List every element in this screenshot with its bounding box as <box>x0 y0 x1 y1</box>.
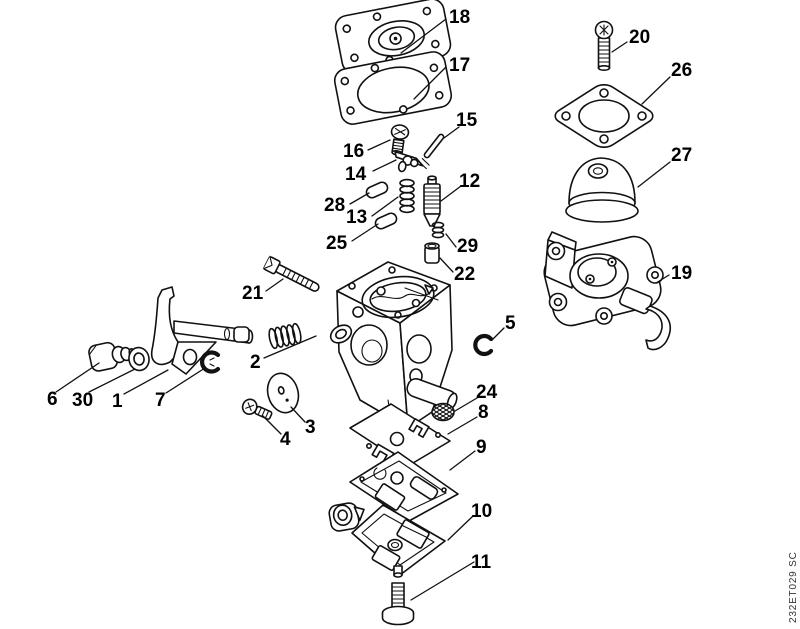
part-15-pin <box>423 133 445 159</box>
callout-14: 14 <box>345 164 367 185</box>
part-9-pump-gasket <box>349 451 459 522</box>
callout-17: 17 <box>449 55 470 76</box>
callout-12: 12 <box>459 171 480 192</box>
callout-3: 3 <box>305 417 316 438</box>
leader-lines <box>55 18 671 601</box>
callout-11: 11 <box>471 552 492 573</box>
part-5-circlip <box>473 333 494 357</box>
part-1-throttle-shaft <box>150 286 254 375</box>
part-20-screw <box>594 20 614 71</box>
callout-25: 25 <box>326 233 348 254</box>
part-22-plug <box>424 242 440 264</box>
part-17-gasket <box>333 51 453 125</box>
part-30-washer <box>128 346 150 372</box>
part-25-plug <box>374 212 398 230</box>
part-14-metering-lever <box>394 150 430 173</box>
part-21-adjusting-screw <box>262 255 320 292</box>
part-18-diaphragm <box>334 0 452 74</box>
callout-15: 15 <box>456 110 478 131</box>
part-28-plug <box>365 181 389 199</box>
callout-5: 5 <box>505 313 516 334</box>
callout-labels: 1 2 3 4 5 6 7 8 9 10 11 12 13 14 15 16 1… <box>47 7 692 573</box>
callout-2: 2 <box>250 352 261 373</box>
part-16-screw <box>390 124 410 156</box>
part-2-spring <box>268 322 302 350</box>
callout-8: 8 <box>478 402 489 423</box>
part-19-pump-body <box>543 231 672 351</box>
callout-18: 18 <box>449 7 470 28</box>
callout-4: 4 <box>280 429 291 450</box>
callout-10: 10 <box>471 501 492 522</box>
carburetor-body <box>329 261 458 429</box>
callout-19: 19 <box>671 263 692 284</box>
part-10-end-cover <box>328 502 446 578</box>
part-3-throttle-shutter <box>266 372 300 414</box>
part-4-screw <box>241 398 273 420</box>
callout-6: 6 <box>47 389 58 410</box>
callout-1: 1 <box>112 391 123 412</box>
callout-28: 28 <box>324 195 345 216</box>
part-26-gasket <box>550 82 657 151</box>
part-29-spring <box>431 221 445 239</box>
callout-13: 13 <box>346 207 367 228</box>
part-7-e-clip <box>199 350 221 374</box>
callout-20: 20 <box>629 27 650 48</box>
callout-22: 22 <box>454 264 475 285</box>
callout-7: 7 <box>155 390 166 411</box>
callout-29: 29 <box>457 236 478 257</box>
callout-30: 30 <box>72 390 93 411</box>
part-27-primer-bulb <box>565 157 639 223</box>
part-13-spring <box>399 178 415 214</box>
callout-9: 9 <box>476 437 487 458</box>
part-11-screw <box>381 582 415 626</box>
part-12-nozzle <box>423 175 441 227</box>
callout-26: 26 <box>671 60 692 81</box>
callout-21: 21 <box>242 283 264 304</box>
part-24-screen <box>431 402 455 422</box>
callout-24: 24 <box>476 382 498 403</box>
figure-code-watermark: 232ET029 SC <box>788 551 799 623</box>
callout-27: 27 <box>671 145 692 166</box>
callout-16: 16 <box>343 141 364 162</box>
